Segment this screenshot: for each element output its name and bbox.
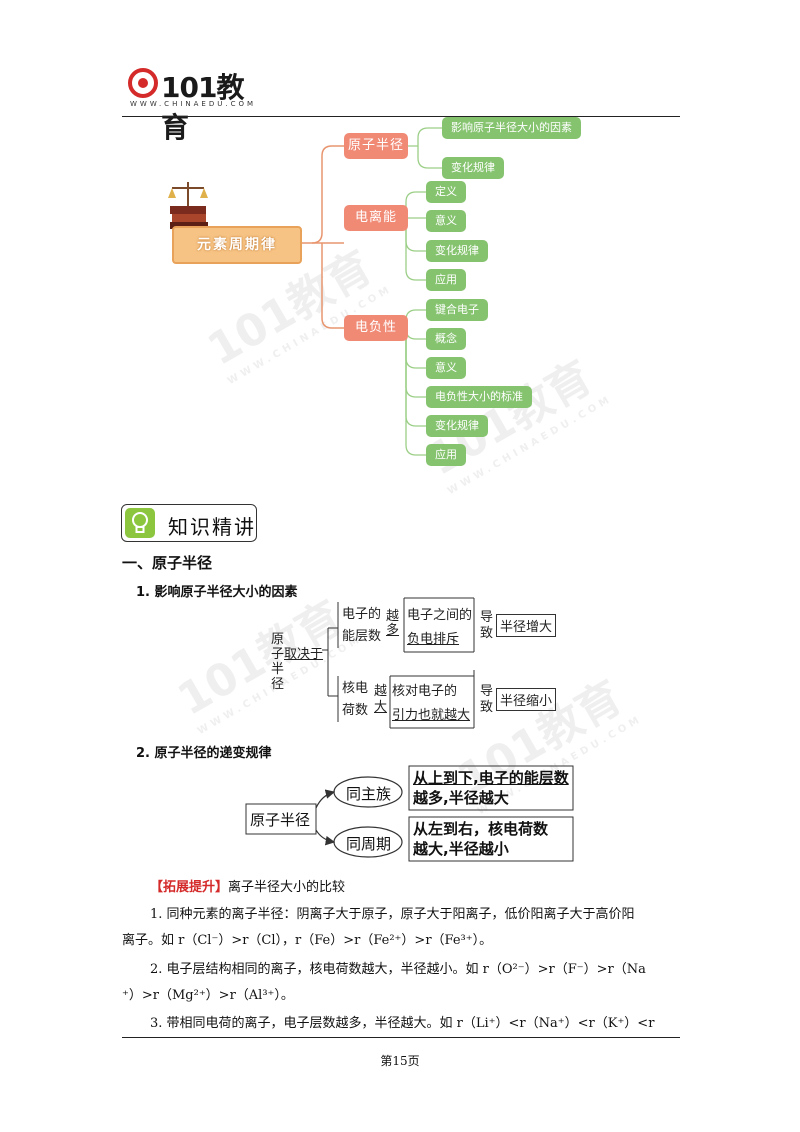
diagram1-repulsion: 电子之间的负电排斥 [407, 608, 473, 647]
extension-p1a: 1. 同种元素的离子半径：阴离子大于原子，原子大于阳离子，低价阳离子大于高价阳 [150, 907, 635, 922]
mindmap-leaf: 应用 [426, 269, 466, 291]
lightbulb-icon [125, 508, 155, 538]
extension-p1b: 离子。如 r（Cl⁻）>r（Cl），r（Fe）>r（Fe²⁺）>r（Fe³⁺）。 [122, 933, 493, 948]
extension-title: 【拓展提升】离子半径大小的比较 [150, 880, 346, 895]
logo-mark-icon [128, 68, 158, 98]
mindmap-leaf: 变化规律 [426, 240, 488, 262]
books-scale-icon [168, 182, 208, 229]
footer-rule [122, 1037, 680, 1038]
diagram1-result-increase: 半径增大 [496, 614, 557, 637]
diagram2-same-period: 同周期 [346, 835, 392, 853]
extension-p2a: 2. 电子层结构相同的离子，核电荷数越大，半径越小。如 r（O²⁻）>r（F⁻）… [150, 962, 646, 977]
mindmap-root: 元素周期律 [172, 226, 302, 264]
mindmap-leaf: 应用 [426, 444, 466, 466]
diagram1-shells: 电子的能层数 [342, 607, 382, 644]
extension-p3a: 3. 带相同电荷的离子，电子层数越多，半径越大。如 r（Li⁺）<r（Na⁺）<… [150, 1016, 655, 1031]
heading-atomic-radius: 一、原子半径 [122, 554, 213, 572]
mindmap-leaf: 变化规律 [442, 157, 504, 179]
logo-url: WWW.CHINAEDU.COM [130, 100, 257, 108]
page-number: 第15页 [380, 1054, 420, 1068]
diagram1-root: 原 子取决于 半 径 [271, 632, 324, 692]
subheading-trend: 2. 原子半径的递变规律 [136, 746, 272, 761]
diagram1-more: 越多 [386, 609, 400, 638]
diagram1-result-decrease: 半径缩小 [496, 688, 557, 711]
mindmap-leaf: 变化规律 [426, 415, 488, 437]
mindmap-leaf: 键合电子 [426, 299, 488, 321]
diagram1-attraction: 核对电子的引力也就越大 [392, 684, 471, 723]
mindmap-leaf: 电负性大小的标准 [426, 386, 532, 408]
mindmap-node-ionization-energy: 电离能 [344, 205, 408, 231]
mindmap-leaf: 意义 [426, 357, 466, 379]
header-rule [122, 116, 680, 117]
logo: 101教育 WWW.CHINAEDU.COM [128, 66, 258, 144]
diagram2-arrows [245, 765, 574, 862]
mindmap-node-atomic-radius: 原子半径 [344, 133, 408, 159]
mindmap-node-electronegativity: 电负性 [344, 315, 408, 341]
diagram1-leads1: 导致 [480, 610, 494, 641]
section-badge-label: 知识精讲 [168, 515, 256, 539]
subheading-factors: 1. 影响原子半径大小的因素 [136, 585, 298, 600]
diagram1-leads2: 导致 [480, 684, 494, 715]
section-badge: 知识精讲 [121, 504, 257, 542]
diagram2-group-text: 从上到下,电子的能层数越多,半径越大 [413, 769, 569, 807]
diagram2-same-group: 同主族 [346, 785, 392, 803]
logo-text: 101教育 [161, 71, 244, 144]
extension-p2b: ⁺）>r（Mg²⁺）>r（Al³⁺）。 [122, 988, 294, 1003]
diagram1-brackets [322, 597, 475, 729]
mindmap-leaf: 定义 [426, 181, 466, 203]
mindmap-leaf: 影响原子半径大小的因素 [442, 117, 581, 139]
mindmap-leaf: 意义 [426, 210, 466, 232]
diagram1-charge: 核电荷数 [342, 681, 369, 718]
diagram1-larger: 越大 [374, 684, 388, 715]
mindmap-leaf: 概念 [426, 328, 466, 350]
diagram2-root: 原子半径 [250, 811, 311, 829]
diagram2-period-text: 从左到右，核电荷数越大,半径越小 [413, 820, 549, 858]
